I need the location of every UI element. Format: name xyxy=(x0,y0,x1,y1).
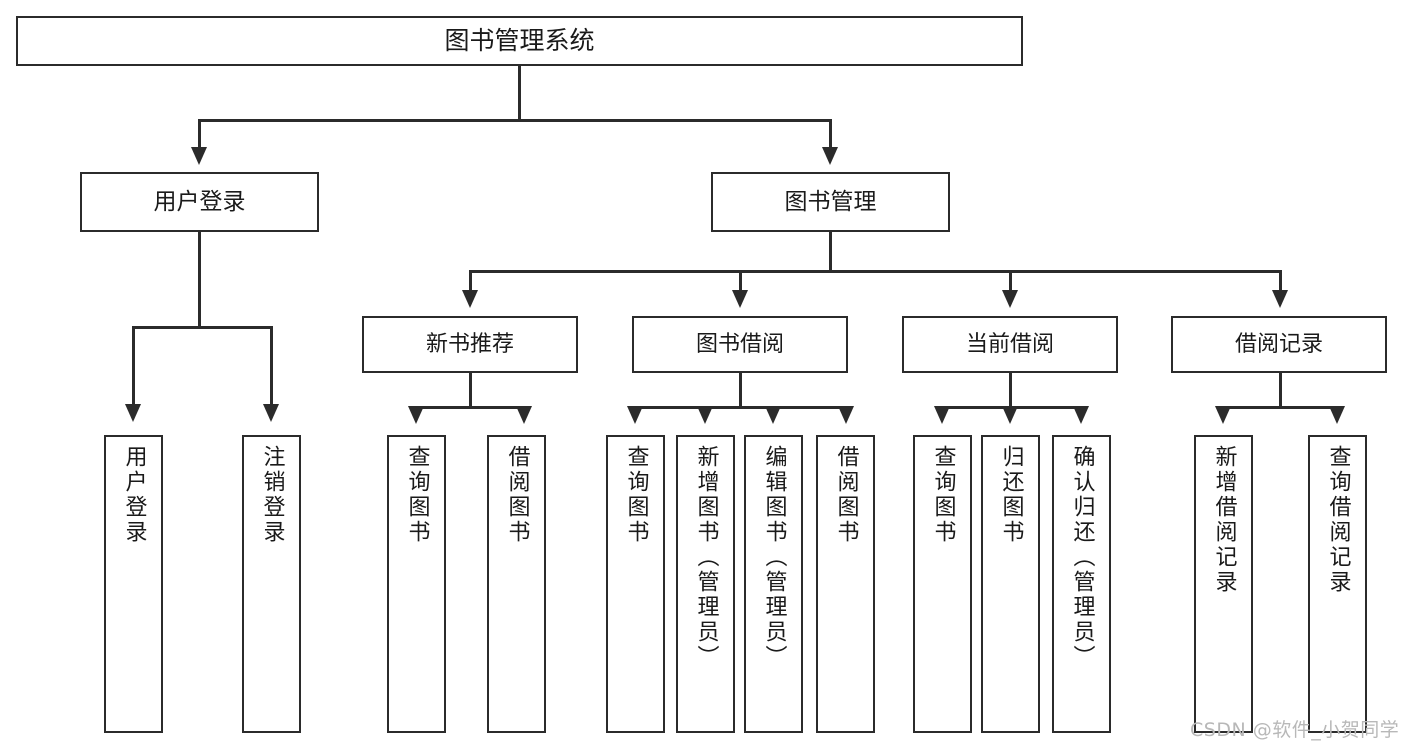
connector-level3-bar xyxy=(469,270,1279,273)
leaf-label: 注销登录 xyxy=(259,445,285,545)
arrow-to-book-borrow xyxy=(732,290,748,308)
leaf-add-book-admin[interactable]: 新增图书（管理员） xyxy=(676,435,735,733)
leaf-logout[interactable]: 注销登录 xyxy=(242,435,301,733)
node-label: 图书管理系统 xyxy=(444,25,595,55)
leaf-query-borrow-record[interactable]: 查询借阅记录 xyxy=(1308,435,1367,733)
leaf-label: 借阅图书 xyxy=(504,445,530,545)
node-book-management[interactable]: 图书管理 xyxy=(711,172,950,232)
arrow-to-leaf-user-login xyxy=(125,404,141,422)
arrow-to-leaf-query-record xyxy=(1329,406,1345,424)
leaf-label: 编辑图书（管理员） xyxy=(761,445,787,670)
leaf-label: 新增图书（管理员） xyxy=(693,445,719,670)
arrow-to-leaf-return-book xyxy=(1002,406,1018,424)
arrow-to-leaf-confirm-return xyxy=(1073,406,1089,424)
connector-user-login-stem xyxy=(198,232,201,328)
connector-level3-leg-4 xyxy=(1279,270,1282,292)
leaf-label: 借阅图书 xyxy=(833,445,859,545)
leaf-label: 查询图书 xyxy=(623,445,649,545)
connector-borrow-stem xyxy=(739,373,742,408)
node-current-borrow[interactable]: 当前借阅 xyxy=(902,316,1118,373)
node-label: 图书管理 xyxy=(784,188,877,215)
arrow-to-book-management xyxy=(822,147,838,165)
leaf-confirm-return-admin[interactable]: 确认归还（管理员） xyxy=(1052,435,1111,733)
arrow-to-leaf-query-book-3 xyxy=(934,406,950,424)
leaf-add-borrow-record[interactable]: 新增借阅记录 xyxy=(1194,435,1253,733)
node-label: 当前借阅 xyxy=(965,331,1054,357)
connector-level3-leg-3 xyxy=(1009,270,1012,292)
connector-current-stem xyxy=(1009,373,1012,408)
arrow-to-leaf-query-book-1 xyxy=(408,406,424,424)
arrow-to-new-book-recommend xyxy=(462,290,478,308)
leaf-borrow-book-recommend[interactable]: 借阅图书 xyxy=(487,435,546,733)
connector-record-bar xyxy=(1222,406,1337,409)
node-label: 借阅记录 xyxy=(1234,331,1323,357)
connector-user-login-leg-1 xyxy=(132,326,135,406)
arrow-to-leaf-query-book-2 xyxy=(627,406,643,424)
leaf-borrow-book[interactable]: 借阅图书 xyxy=(816,435,875,733)
arrow-to-user-login xyxy=(191,147,207,165)
connector-level2-leg-1 xyxy=(198,119,201,149)
node-label: 图书借阅 xyxy=(695,331,784,357)
node-new-book-recommend[interactable]: 新书推荐 xyxy=(362,316,578,373)
leaf-user-login[interactable]: 用户登录 xyxy=(104,435,163,733)
node-user-login[interactable]: 用户登录 xyxy=(80,172,319,232)
node-borrow-record[interactable]: 借阅记录 xyxy=(1171,316,1387,373)
leaf-query-book-borrow[interactable]: 查询图书 xyxy=(606,435,665,733)
leaf-return-book[interactable]: 归还图书 xyxy=(981,435,1040,733)
connector-record-stem xyxy=(1279,373,1282,408)
node-root-book-management-system[interactable]: 图书管理系统 xyxy=(16,16,1023,66)
leaf-query-book-current[interactable]: 查询图书 xyxy=(913,435,972,733)
arrow-to-leaf-edit-book xyxy=(765,406,781,424)
leaf-label: 新增借阅记录 xyxy=(1211,445,1237,595)
connector-level2-bar xyxy=(198,119,831,122)
leaf-label: 查询图书 xyxy=(404,445,430,545)
leaf-label: 查询图书 xyxy=(930,445,956,545)
connector-level3-leg-2 xyxy=(739,270,742,292)
leaf-label: 用户登录 xyxy=(121,445,147,545)
arrow-to-current-borrow xyxy=(1002,290,1018,308)
arrow-to-leaf-logout xyxy=(263,404,279,422)
connector-root-stem xyxy=(518,66,521,121)
connector-level2-leg-2 xyxy=(829,119,832,149)
node-book-borrow[interactable]: 图书借阅 xyxy=(632,316,848,373)
connector-recommend-bar xyxy=(415,406,524,409)
leaf-label: 确认归还（管理员） xyxy=(1069,445,1095,670)
leaf-edit-book-admin[interactable]: 编辑图书（管理员） xyxy=(744,435,803,733)
arrow-to-leaf-borrow-book-2 xyxy=(838,406,854,424)
connector-recommend-stem xyxy=(469,373,472,408)
csdn-watermark: CSDN @软件_小贺同学 xyxy=(1190,719,1400,741)
arrow-to-leaf-add-record xyxy=(1215,406,1231,424)
leaf-query-book-recommend[interactable]: 查询图书 xyxy=(387,435,446,733)
leaf-label: 查询借阅记录 xyxy=(1325,445,1351,595)
node-label: 新书推荐 xyxy=(425,331,514,357)
connector-user-login-leg-2 xyxy=(270,326,273,406)
arrow-to-borrow-record xyxy=(1272,290,1288,308)
connector-user-login-bar xyxy=(132,326,272,329)
connector-level3-leg-1 xyxy=(469,270,472,292)
arrow-to-leaf-add-book xyxy=(697,406,713,424)
leaf-label: 归还图书 xyxy=(998,445,1024,545)
node-label: 用户登录 xyxy=(153,188,246,215)
arrow-to-leaf-borrow-book-1 xyxy=(516,406,532,424)
connector-book-management-stem xyxy=(829,232,832,272)
connector-borrow-bar xyxy=(634,406,846,409)
